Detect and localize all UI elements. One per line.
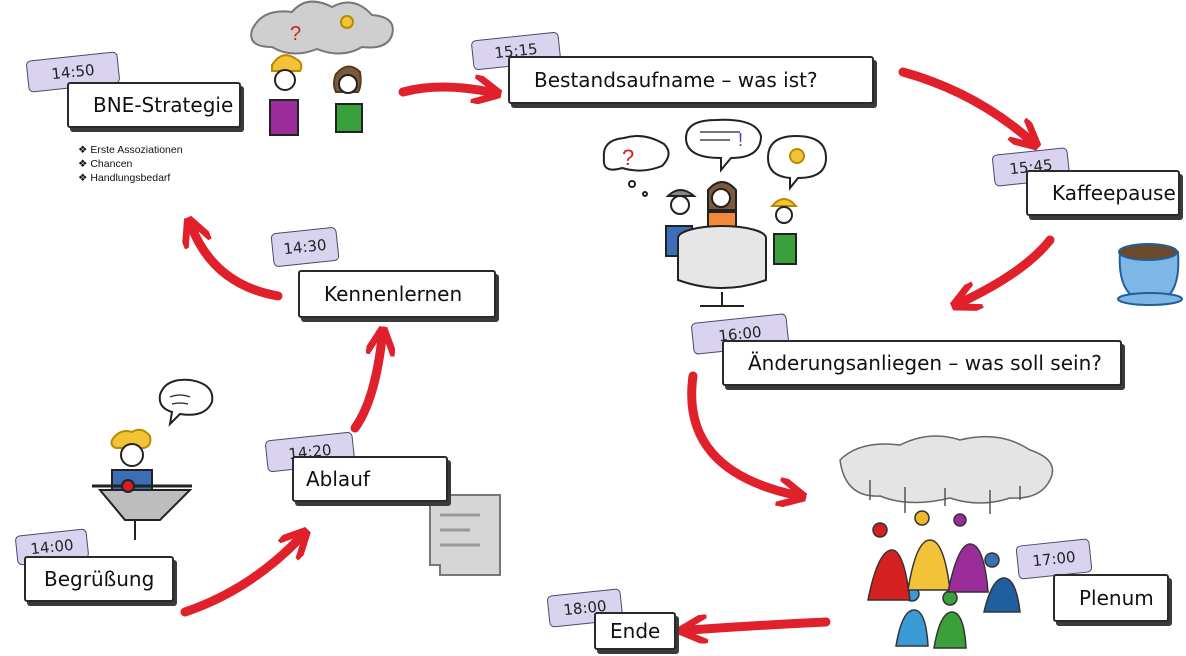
bne-points-list: Erste Assoziationen Chancen Handlungsbed… — [78, 143, 183, 185]
node-label: Ablauf — [306, 467, 370, 491]
arrow-aenderung-plenum — [687, 371, 795, 495]
plenum-crowd-illustration — [839, 435, 1054, 649]
discussion-group-illustration: ? ! — [602, 118, 828, 307]
node-label: Ende — [610, 619, 661, 643]
node-kennenlernen: Kennenlernen — [298, 270, 496, 318]
speaker-illustration — [92, 378, 214, 540]
node-bestandsaufname: Bestandsaufname – was ist? — [508, 56, 874, 104]
node-label: Bestandsaufname – was ist? — [534, 68, 818, 92]
arrow-plenum-ende — [690, 622, 831, 630]
svg-text:!: ! — [738, 130, 743, 150]
svg-text:?: ? — [290, 23, 301, 45]
thinking-people-illustration: ? — [250, 0, 394, 136]
node-ende: Ende — [594, 612, 676, 650]
bullet-point: Erste Assoziationen — [78, 143, 182, 157]
arrow-bne-bestand — [398, 87, 490, 92]
node-bne-strategie: BNE-Strategie — [67, 82, 241, 128]
time-tag-kennen: 14:30 — [270, 226, 340, 268]
node-label: Änderungsanliegen – was soll sein? — [748, 351, 1102, 375]
arrow-kaffee-aenderung — [962, 235, 1055, 302]
coffee-cup-illustration — [1117, 243, 1183, 306]
arrow-kennenlernen-bne — [192, 228, 283, 301]
arrow-begruessung-ablauf — [180, 538, 300, 617]
arrow-bestand-kaffee — [898, 67, 1030, 140]
svg-text:?: ? — [622, 145, 634, 170]
node-label: BNE-Strategie — [93, 93, 234, 117]
node-label: Kennenlernen — [324, 282, 463, 306]
node-kaffeepause: Kaffeepause — [1026, 170, 1180, 216]
node-ablauf: Ablauf — [292, 456, 448, 502]
arrow-ablauf-kennenlernen — [350, 338, 382, 433]
node-aenderungsanliegen: Änderungsanliegen – was soll sein? — [722, 340, 1122, 386]
bullet-point: Handlungsbedarf — [78, 171, 183, 185]
node-begruessung: Begrüßung — [24, 556, 174, 602]
node-label: Begrüßung — [44, 567, 155, 591]
node-label: Plenum — [1079, 586, 1154, 610]
bullet-point: Chancen — [78, 157, 183, 171]
node-plenum: Plenum — [1053, 574, 1169, 622]
node-label: Kaffeepause — [1052, 181, 1176, 205]
scroll-illustration — [429, 494, 501, 576]
